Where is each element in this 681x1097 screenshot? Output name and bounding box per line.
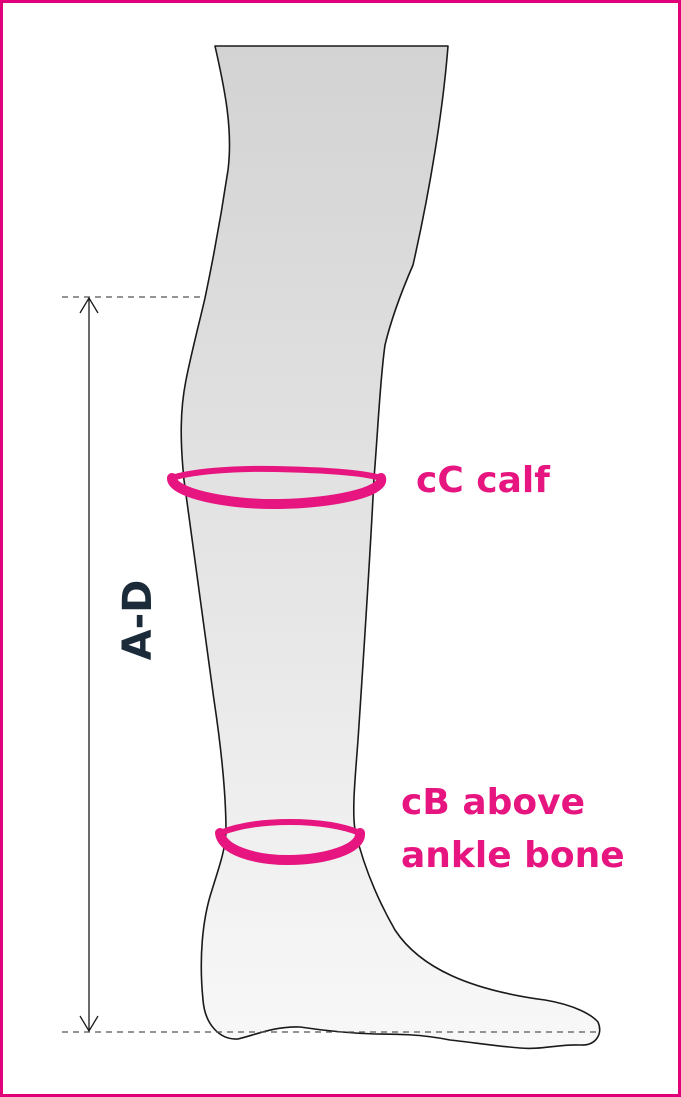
ankle-label-line1: cB above	[401, 782, 585, 823]
ankle-label-line2: ankle bone	[401, 835, 625, 876]
dimension-label: A-D	[115, 580, 161, 661]
leg-silhouette	[181, 46, 599, 1048]
calf-label: cC calf	[416, 460, 550, 501]
dimension-arrow	[80, 298, 98, 1031]
